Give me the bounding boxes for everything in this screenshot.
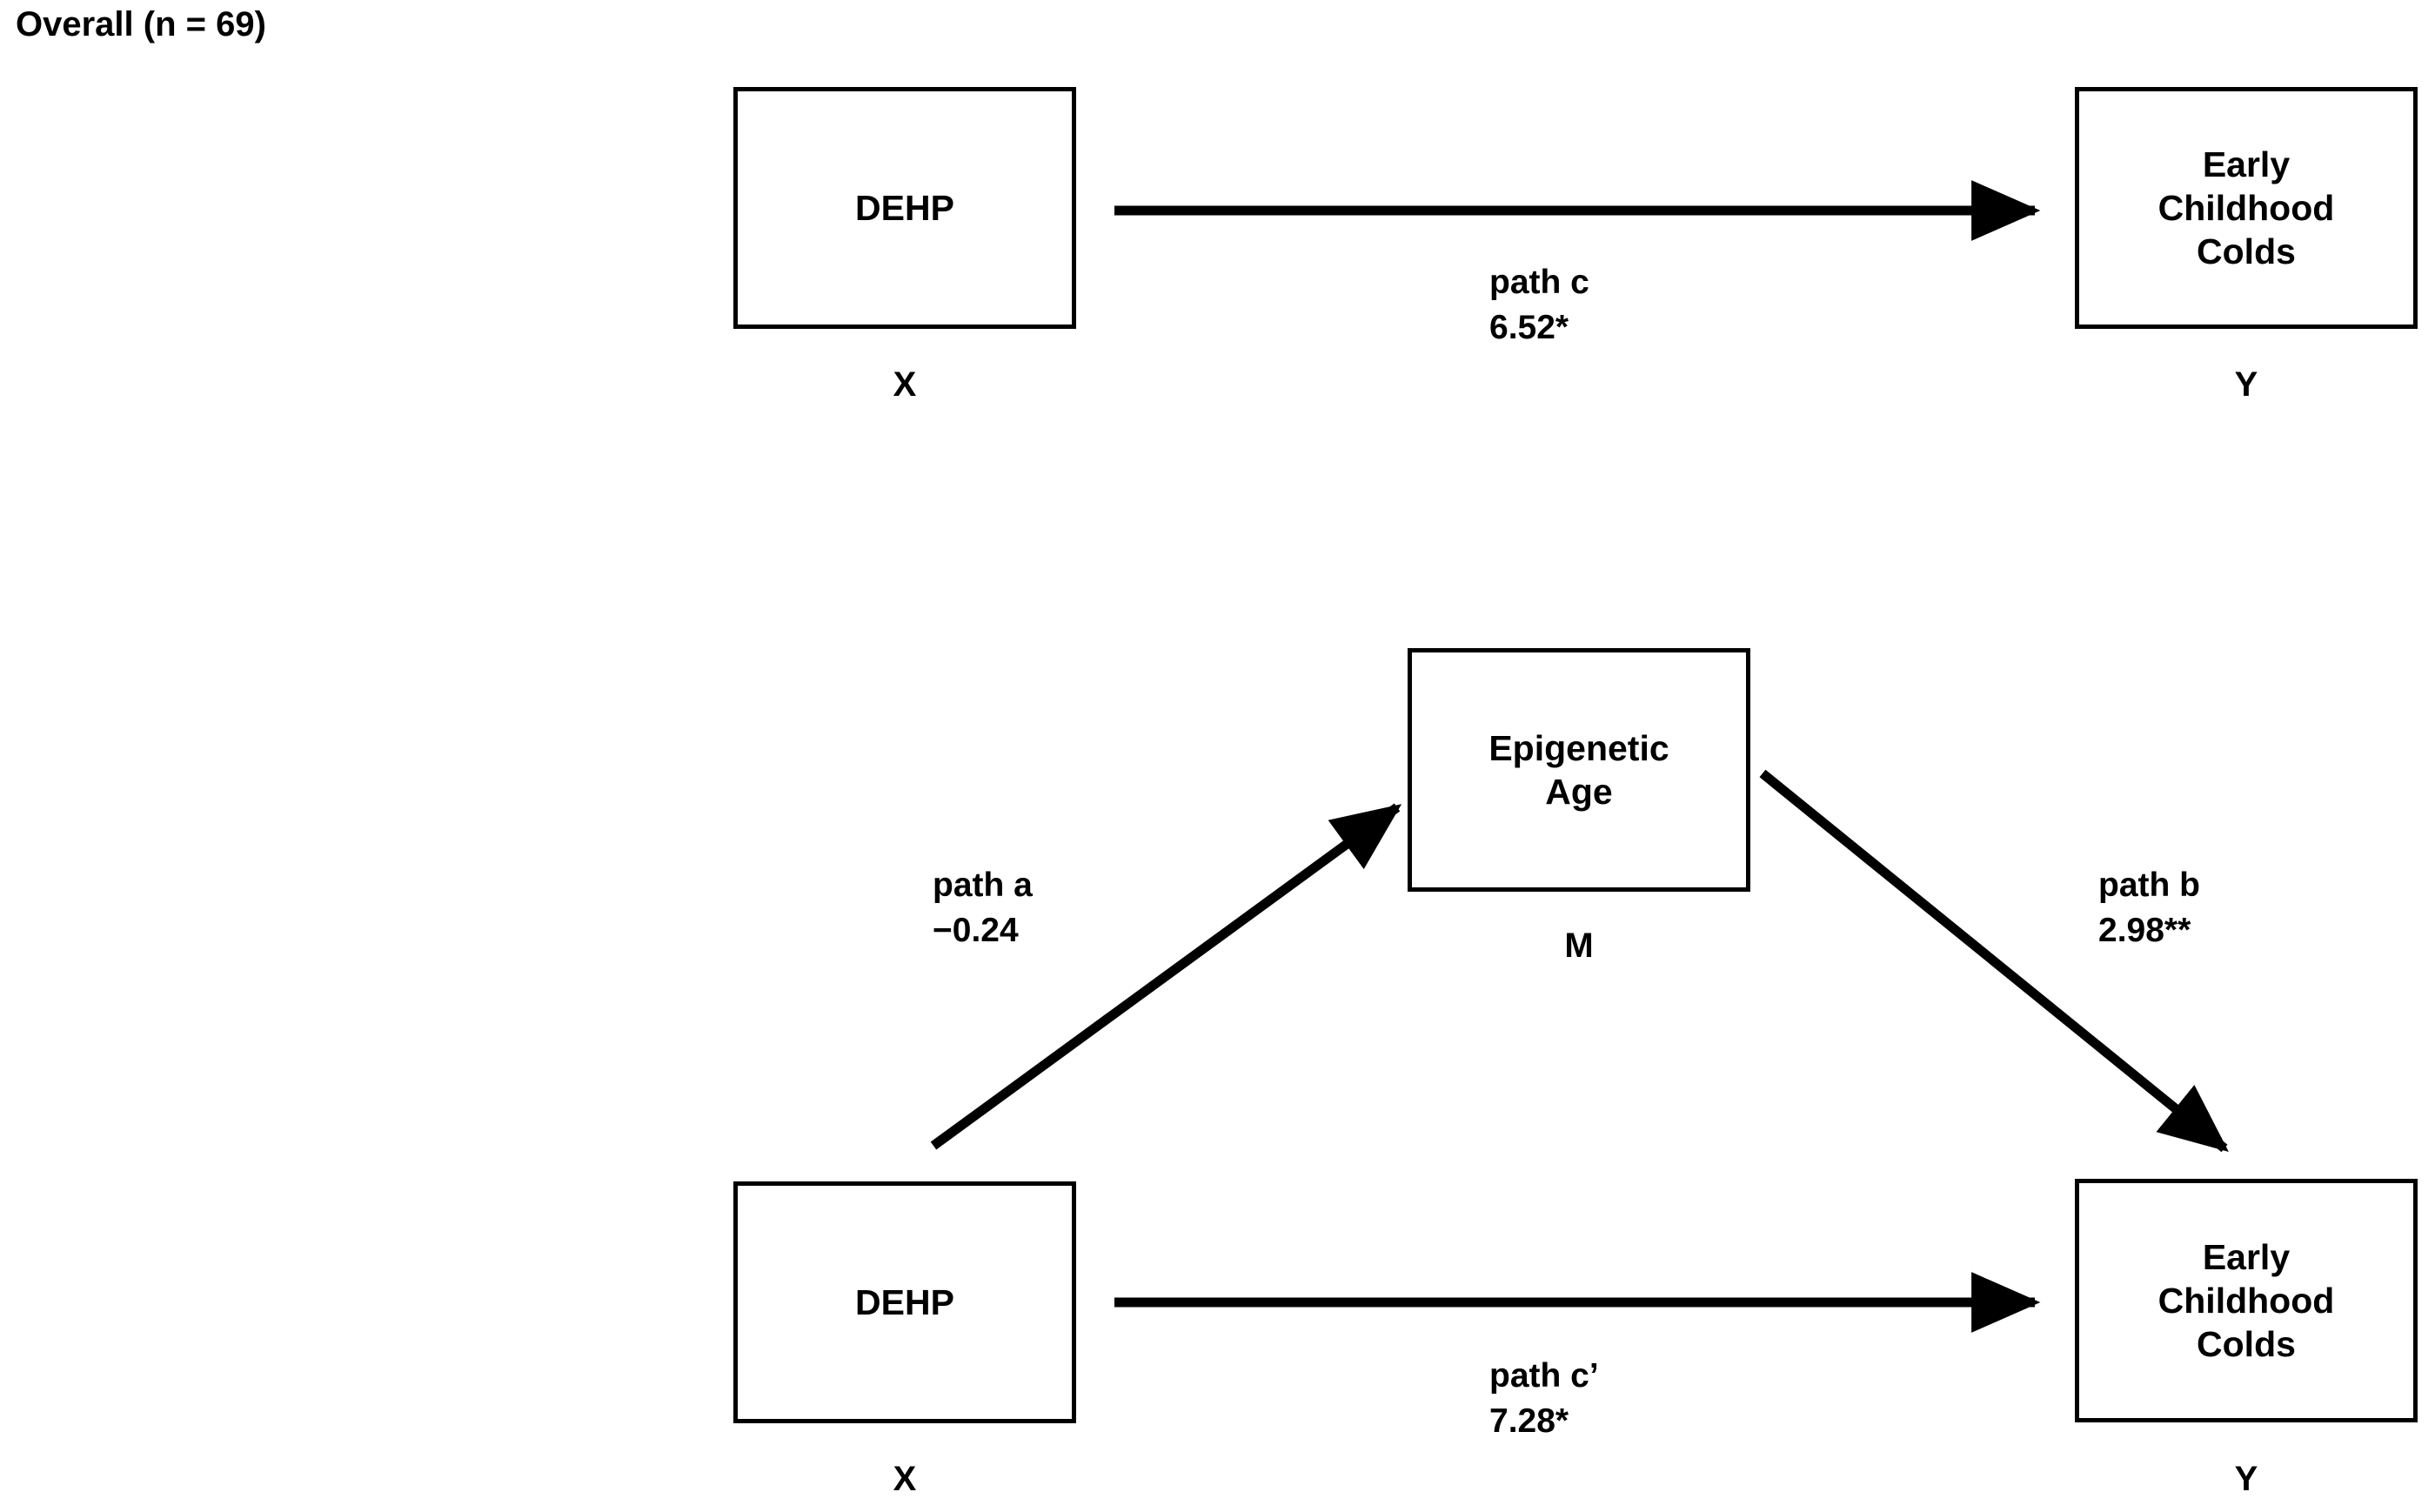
node-epigenetic-age[interactable]: Epigenetic Age <box>1408 648 1750 892</box>
figure-title: Overall (n = 69) <box>16 5 266 43</box>
role-letter-y-top: Y <box>2234 365 2258 404</box>
node-colds-top-label: Early Childhood Colds <box>2157 144 2335 271</box>
path-label-c-name: path c <box>1489 264 1589 301</box>
node-colds-bottom[interactable]: Early Childhood Colds <box>2075 1179 2418 1422</box>
arrow-path-a <box>930 803 1402 1150</box>
path-label-a-coefficient: −0.24 <box>933 912 1019 949</box>
path-label-c-coefficient: 6.52* <box>1489 309 1569 346</box>
node-colds-bottom-label: Early Childhood Colds <box>2157 1236 2335 1364</box>
path-label-c-prime-name: path c’ <box>1489 1357 1599 1395</box>
arrow-path-b <box>1759 769 2229 1153</box>
path-label-b-coefficient: 2.98** <box>2098 912 2191 949</box>
path-label-b-name: path b <box>2098 866 2200 904</box>
node-dehp-top-label: DEHP <box>855 187 954 228</box>
role-letter-m: M <box>1564 927 1594 965</box>
role-letter-x-bottom: X <box>893 1460 917 1498</box>
node-colds-top[interactable]: Early Childhood Colds <box>2075 87 2418 329</box>
node-dehp-bottom-label: DEHP <box>855 1281 954 1322</box>
role-letter-y-bottom: Y <box>2234 1460 2258 1498</box>
role-letter-x-top: X <box>893 365 917 404</box>
path-label-a-name: path a <box>933 866 1033 904</box>
node-epigenetic-age-label: Epigenetic Age <box>1488 727 1669 812</box>
node-dehp-top[interactable]: DEHP <box>733 87 1076 329</box>
path-label-c-prime-coefficient: 7.28* <box>1489 1402 1569 1440</box>
node-dehp-bottom[interactable]: DEHP <box>733 1181 1076 1423</box>
